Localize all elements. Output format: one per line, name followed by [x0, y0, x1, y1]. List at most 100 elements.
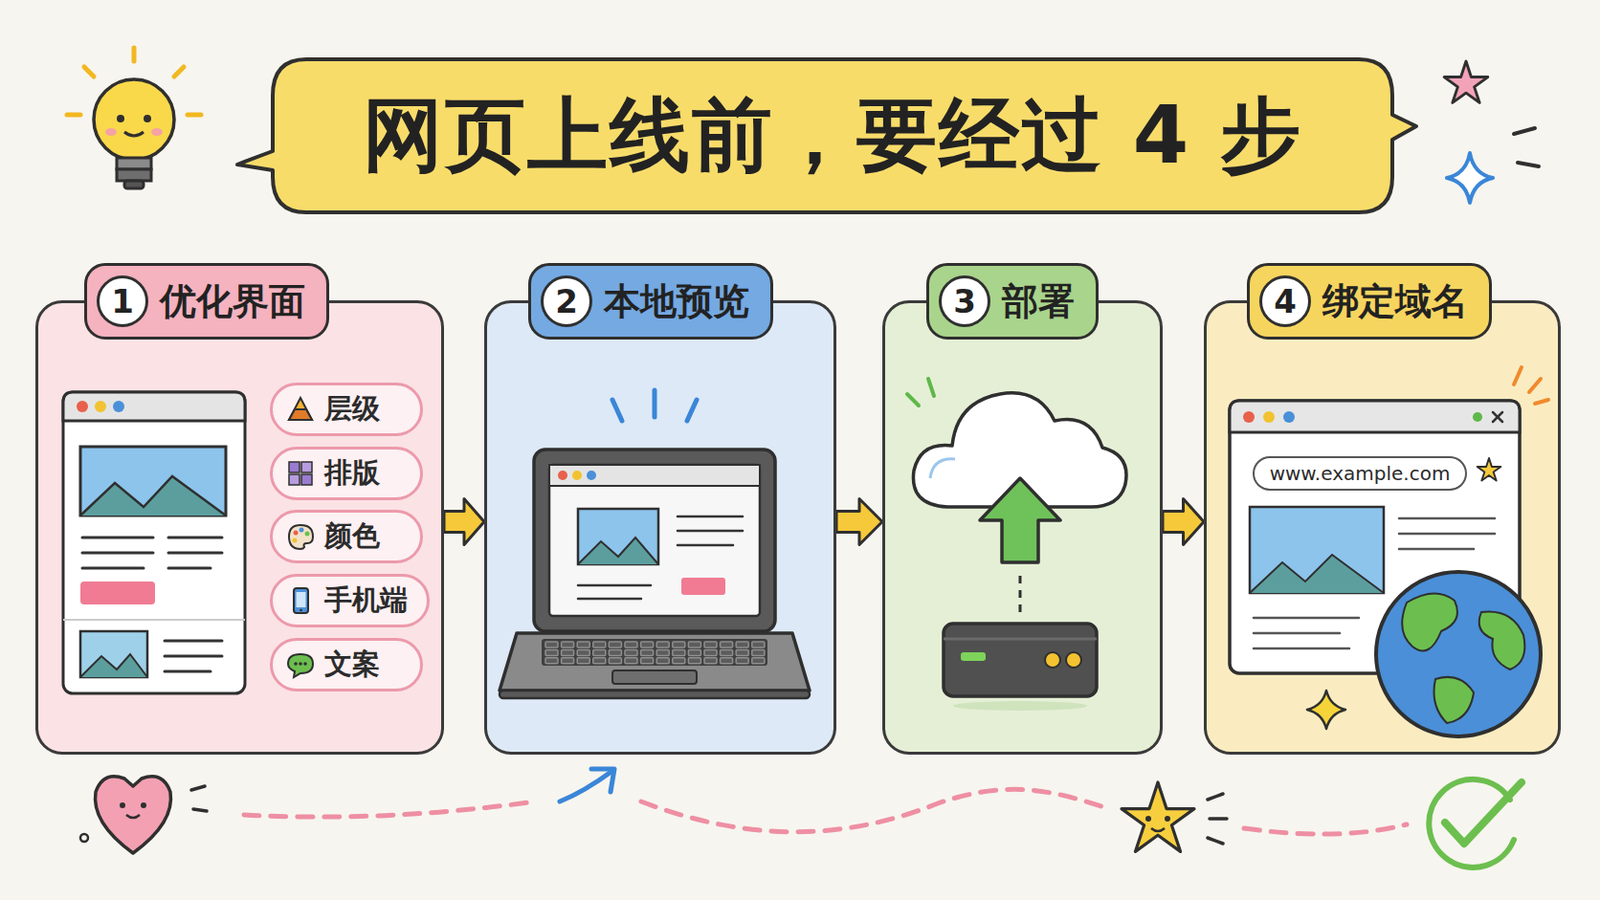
doodle-stroke [1492, 412, 1503, 423]
doodle-stroke [303, 662, 308, 667]
doodle-stroke [608, 658, 622, 665]
doodle-stroke [735, 642, 749, 648]
doodle-stroke [541, 639, 768, 667]
doodle-stroke [35, 300, 445, 756]
doodle-stroke [1151, 828, 1165, 832]
doodle-stroke [63, 392, 245, 422]
doodle-stroke [641, 658, 654, 665]
doodle-stroke [533, 449, 776, 632]
doodle-stroke [140, 802, 147, 809]
doodle-stroke [1207, 794, 1227, 845]
doodle-stroke [720, 658, 734, 665]
url-text: www.example.com [1269, 462, 1451, 486]
doodle-stroke [164, 655, 223, 659]
lightbulb [66, 47, 201, 189]
doodle-stroke [63, 392, 245, 694]
doodle-stroke [1121, 782, 1195, 852]
doodle-stroke [299, 609, 303, 613]
doodle-stroke [484, 300, 837, 756]
doodle-stroke [1446, 153, 1493, 203]
doodle-stroke [1472, 412, 1483, 423]
doodle-stroke [298, 662, 303, 667]
doodle-stroke [612, 670, 697, 685]
doodle-stroke [677, 515, 743, 519]
step-tab: 3部署 [926, 263, 1099, 340]
doodle-stroke [677, 530, 743, 534]
doodle-stroke [928, 378, 934, 397]
doodle-stroke [1283, 411, 1295, 423]
pill-label: 排版 [324, 454, 380, 493]
feature-pill: 颜色 [269, 510, 423, 564]
doodle-stroke [930, 459, 956, 479]
doodle-stroke [672, 642, 686, 648]
step-panel: 4绑定域名www.example.com [1203, 300, 1561, 756]
doodle-stroke [545, 649, 558, 656]
doodle-stroke [593, 649, 606, 656]
doodle-stroke [301, 474, 312, 486]
doodle-stroke [164, 640, 223, 644]
doodle-stroke [593, 642, 606, 648]
doodle-stroke [641, 642, 654, 648]
doodle-stroke [1529, 378, 1541, 393]
doodle-stroke [624, 649, 638, 656]
doodle-stroke [168, 567, 211, 571]
doodle-stroke [296, 592, 307, 608]
doodle-stroke [652, 390, 658, 418]
doodle-stroke [164, 641, 223, 672]
doodle-stroke [1477, 458, 1502, 482]
doodle-stroke [164, 670, 211, 674]
doodle-stroke [132, 47, 137, 62]
doodle-stroke [80, 834, 89, 843]
doodle-stroke [720, 642, 734, 648]
doodle-stroke [293, 531, 299, 536]
step-tab: 1优化界面 [84, 263, 330, 340]
doodle-stroke [1244, 824, 1407, 835]
doodle-stroke [94, 777, 171, 854]
doodle-stroke [499, 690, 810, 699]
doodle-stroke [82, 552, 154, 556]
doodle-stroke [656, 649, 669, 656]
doodle-stroke [572, 470, 582, 481]
doodle-stroke [305, 532, 311, 537]
panel-fills [35, 300, 1561, 756]
doodle-stroke [1399, 548, 1474, 552]
doodle-stroke [735, 649, 749, 656]
doodle-stroke [681, 577, 726, 596]
doodle-stroke [577, 509, 659, 565]
doodle-stroke [1444, 61, 1489, 103]
doodle-stroke [499, 633, 810, 691]
doodle-stroke [687, 400, 697, 422]
step-number: 3 [938, 275, 991, 328]
website-globe [1229, 367, 1549, 737]
doodle-stroke [672, 658, 686, 665]
doodle-stroke [559, 771, 613, 802]
doodle-stroke [193, 809, 207, 812]
doodle-stroke [907, 378, 934, 406]
flow-arrow [1162, 499, 1204, 546]
title-text: 网页上线前，要经过 4 步 [362, 81, 1304, 191]
pill-icon [286, 459, 315, 489]
doodle-stroke [943, 623, 1097, 697]
doodle-stroke [907, 394, 919, 406]
doodle-stroke [244, 801, 536, 818]
doodle-stroke [561, 642, 575, 648]
doodle-stroke [677, 544, 734, 548]
doodle-stroke [112, 400, 125, 413]
doodle-stroke [82, 567, 144, 571]
doodle-stroke [288, 654, 313, 678]
doodle-stroke [63, 619, 245, 622]
doodle-stroke [608, 642, 622, 648]
feature-pill: 层级 [269, 382, 423, 437]
step-number: 2 [540, 275, 593, 328]
doodle-stroke [608, 649, 622, 656]
pill-icon [286, 650, 315, 680]
doodle-stroke [1513, 367, 1549, 404]
doodle-stroke [168, 552, 223, 556]
step-number: 4 [1259, 275, 1312, 328]
doodle-stroke [126, 815, 140, 819]
doodle-stroke [704, 658, 717, 665]
doodle-stroke [94, 400, 107, 413]
doodle-stroke [116, 169, 152, 181]
doodle-stroke [577, 642, 590, 648]
